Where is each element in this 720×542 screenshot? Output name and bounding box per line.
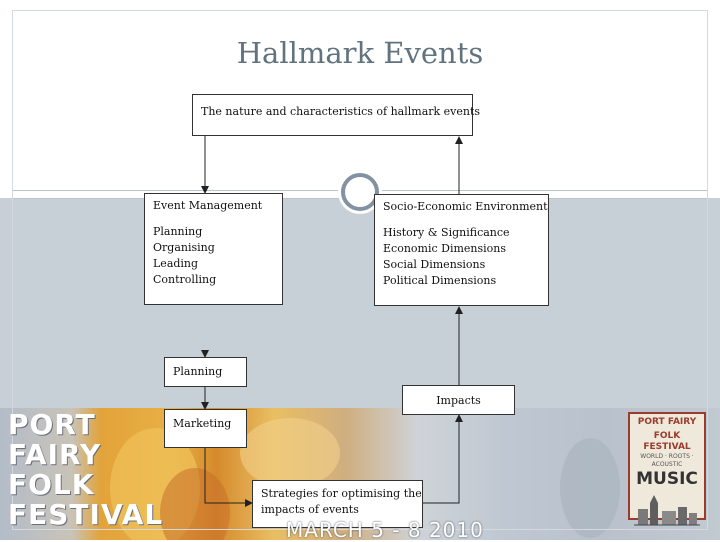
event-management-item: Controlling (153, 273, 217, 286)
socio-economic-item: Political Dimensions (383, 274, 497, 287)
strategies-label-line: Strategies for optimising the (261, 487, 422, 500)
arrow-strategies-to-impacts (423, 414, 463, 504)
arrow-marketing-to-strategies (204, 448, 253, 507)
planning-label: Planning (173, 365, 223, 378)
marketing-box: Marketing (164, 409, 247, 448)
socio-economic-item: Economic Dimensions (383, 242, 507, 255)
nature-characteristics-box: The nature and characteristics of hallma… (192, 94, 481, 136)
banner-shape (560, 438, 620, 538)
spacer (153, 214, 274, 224)
event-management-item: Planning (153, 225, 203, 238)
logo-line: MUSIC (636, 469, 698, 489)
planning-box: Planning (164, 357, 247, 387)
banner-shape (240, 418, 340, 488)
event-management-item: Leading (153, 257, 199, 270)
socio-economic-heading: Socio-Economic Environment (383, 200, 548, 213)
socio-economic-box: Socio-Economic Environment History & Sig… (374, 194, 549, 306)
logo-line: FOLK FESTIVAL (643, 431, 691, 452)
slide-background-band (0, 198, 720, 408)
logo-word: FAIRY (8, 438, 102, 471)
impacts-label: Impacts (436, 394, 481, 407)
strategies-box: Strategies for optimising the impacts of… (252, 480, 423, 528)
event-management-item: Organising (153, 241, 215, 254)
logo-word: FOLK (8, 468, 95, 501)
event-management-box: Event Management Planning Organising Lea… (144, 193, 283, 305)
logo-line: PORT FAIRY (637, 417, 697, 427)
spacer (383, 215, 540, 225)
festival-logo-left: PORT FAIRY FOLK FESTIVAL (8, 410, 163, 530)
banner-shape (160, 468, 230, 540)
logo-line: WORLD · ROOTS · ACOUSTIC (640, 453, 694, 468)
ring-ornament-icon (341, 173, 379, 211)
town-illustration-icon (634, 495, 700, 526)
logo-word: FESTIVAL (8, 498, 164, 531)
socio-economic-item: Social Dimensions (383, 258, 486, 271)
socio-economic-item: History & Significance (383, 226, 510, 239)
nature-characteristics-label: The nature and characteristics of hallma… (201, 105, 481, 118)
festival-dates: MARCH 5 - 8 2010 (286, 518, 484, 542)
marketing-label: Marketing (173, 417, 232, 430)
logo-word: PORT (8, 408, 96, 441)
impacts-box: Impacts (402, 385, 515, 415)
event-management-heading: Event Management (153, 199, 263, 212)
slide-title: Hallmark Events (236, 36, 484, 70)
festival-logo-right: PORT FAIRY FOLK FESTIVAL WORLD · ROOTS ·… (628, 412, 706, 526)
strategies-label-line: impacts of events (261, 503, 359, 516)
slide-frame (12, 10, 708, 530)
